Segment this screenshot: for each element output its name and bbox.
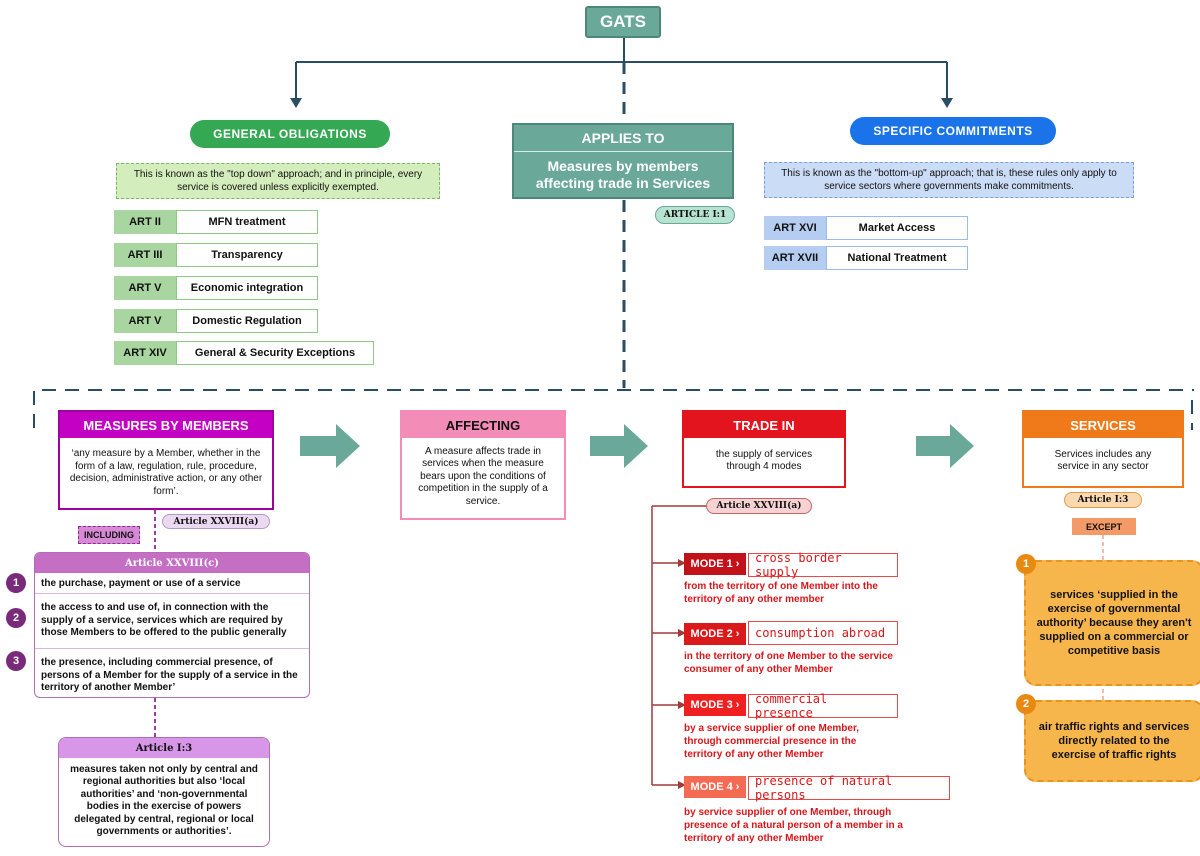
exception-2: air traffic rights and services directly…	[1024, 700, 1200, 782]
services-heading: SERVICES	[1024, 412, 1182, 438]
art-row-xvi: ART XVI Market Access	[764, 216, 968, 240]
art-row-v-domestic: ART V Domestic Regulation	[114, 309, 318, 333]
affecting-heading: AFFECTING	[402, 412, 564, 438]
applies-to-body: Measures by members affecting trade in S…	[535, 158, 711, 191]
general-note-text: This is known as the "top down" approach…	[133, 169, 423, 193]
art-code: ART XVI	[764, 216, 826, 240]
art-code: ART II	[114, 210, 176, 234]
article-i1-label: ARTICLE I:1	[663, 210, 727, 220]
mode-2-text: in the territory of one Member to the se…	[684, 651, 893, 675]
services-ref-label: Article I:3	[1077, 495, 1129, 505]
exception-1: services ‘supplied in the exercise of go…	[1024, 560, 1200, 686]
except-tag: EXCEPT	[1072, 518, 1136, 535]
art-name: Economic integration	[176, 276, 318, 300]
art-code: ART XIV	[114, 341, 176, 365]
art-name: Market Access	[826, 216, 968, 240]
measures-heading: MEASURES BY MEMBERS	[60, 412, 272, 438]
trade-ref-label: Article XXVIII(a)	[716, 501, 802, 511]
mode-3-title: commercial presence	[748, 692, 898, 720]
number-badge-1: 1	[6, 573, 26, 593]
art-code: ART III	[114, 243, 176, 267]
art-name: National Treatment	[826, 246, 968, 270]
article-i3-title: Article I:3	[59, 738, 269, 758]
mode-2-button: MODE 2 ›	[684, 623, 746, 645]
measures-body: ‘any measure by a Member, whether in the…	[69, 448, 263, 497]
art-name: MFN treatment	[176, 210, 318, 234]
art-row-xvii: ART XVII National Treatment	[764, 246, 968, 270]
affecting-box: AFFECTING A measure affects trade in ser…	[400, 410, 566, 520]
art-row-iii: ART III Transparency	[114, 243, 318, 267]
article-xxviii-c-box: Article XXVIII(c) the purchase, payment …	[34, 552, 310, 698]
art-code: ART V	[114, 276, 176, 300]
art-row-v-economic: ART V Economic integration	[114, 276, 318, 300]
article-i3-badge-services: Article I:3	[1064, 492, 1142, 508]
article-xxviii-a-badge-trade: Article XXVIII(a)	[706, 498, 812, 514]
art-name: Domestic Regulation	[176, 309, 318, 333]
art-name: General & Security Exceptions	[176, 341, 374, 365]
mode-4-button: MODE 4 ›	[684, 776, 746, 798]
trade-in-heading: TRADE IN	[684, 412, 844, 438]
art-code: ART V	[114, 309, 176, 333]
article-i1-badge: ARTICLE I:1	[655, 206, 735, 224]
list-item: the purchase, payment or use of a servic…	[35, 573, 309, 594]
specific-commitments-heading: SPECIFIC COMMITMENTS	[850, 117, 1056, 145]
list-item: the presence, including commercial prese…	[41, 657, 298, 694]
art-row-xiv: ART XIV General & Security Exceptions	[114, 341, 374, 365]
trade-in-body: the supply of services through 4 modes	[715, 448, 813, 473]
affecting-body: A measure affects trade in services when…	[418, 445, 548, 507]
mode-4-title: presence of natural persons	[748, 774, 950, 802]
measures-box: MEASURES BY MEMBERS ‘any measure by a Me…	[58, 410, 274, 510]
mode-2-label: MODE 2	[690, 628, 733, 640]
applies-to-heading: APPLIES TO	[514, 125, 732, 152]
art-row-ii: ART II MFN treatment	[114, 210, 318, 234]
general-obligations-heading: GENERAL OBLIGATIONS	[190, 120, 390, 148]
specific-note-text: This is known as the "bottom-up" approac…	[781, 168, 1117, 192]
article-i3-box-measures: Article I:3 measures taken not only by c…	[58, 737, 270, 847]
specific-commitments-label: SPECIFIC COMMITMENTS	[873, 124, 1033, 138]
mode-1-button: MODE 1 ›	[684, 553, 746, 575]
mode-3-text: by a service supplier of one Member, thr…	[684, 723, 860, 760]
applies-to-box: APPLIES TO Measures by members affecting…	[512, 123, 734, 199]
exception-1-text: services ‘supplied in the exercise of go…	[1036, 589, 1192, 657]
services-box: SERVICES Services includes any service i…	[1022, 410, 1184, 488]
gats-title: GATS	[600, 12, 646, 31]
measures-ref-label: Article XXVIII(a)	[173, 516, 259, 527]
mode-1-title: cross border supply	[748, 551, 898, 579]
exception-badge-1: 1	[1016, 554, 1036, 574]
including-tag: INCLUDING	[78, 526, 140, 544]
mode-1-label: MODE 1	[690, 558, 733, 570]
general-obligations-note: This is known as the "top down" approach…	[116, 163, 440, 199]
mode-4-text: by service supplier of one Member, throu…	[684, 807, 903, 844]
specific-commitments-note: This is known as the "bottom-up" approac…	[764, 162, 1134, 198]
list-item: the access to and use of, in connection …	[35, 594, 309, 649]
exception-2-text: air traffic rights and services directly…	[1038, 721, 1190, 761]
article-xxviii-a-badge-measures: Article XXVIII(a)	[162, 514, 270, 529]
art-name: Transparency	[176, 243, 318, 267]
mode-2-title: consumption abroad	[748, 621, 898, 645]
mode-4-label: MODE 4	[690, 781, 733, 793]
trade-in-box: TRADE IN the supply of services through …	[682, 410, 846, 488]
exception-badge-2: 2	[1016, 694, 1036, 714]
except-label: EXCEPT	[1085, 521, 1122, 532]
art-code: ART XVII	[764, 246, 826, 270]
article-xxviii-c-title: Article XXVIII(c)	[35, 553, 309, 573]
mode-1-text: from the territory of one Member into th…	[684, 581, 878, 605]
article-i3-body: measures taken not only by central and r…	[70, 763, 258, 838]
including-label: INCLUDING	[84, 530, 134, 540]
general-obligations-label: GENERAL OBLIGATIONS	[213, 127, 367, 141]
number-badge-2: 2	[6, 608, 26, 628]
gats-root-node: GATS	[585, 6, 661, 38]
number-badge-3: 3	[6, 651, 26, 671]
services-body: Services includes any service in any sec…	[1054, 448, 1152, 473]
mode-3-label: MODE 3	[690, 699, 733, 711]
mode-3-button: MODE 3 ›	[684, 694, 746, 716]
